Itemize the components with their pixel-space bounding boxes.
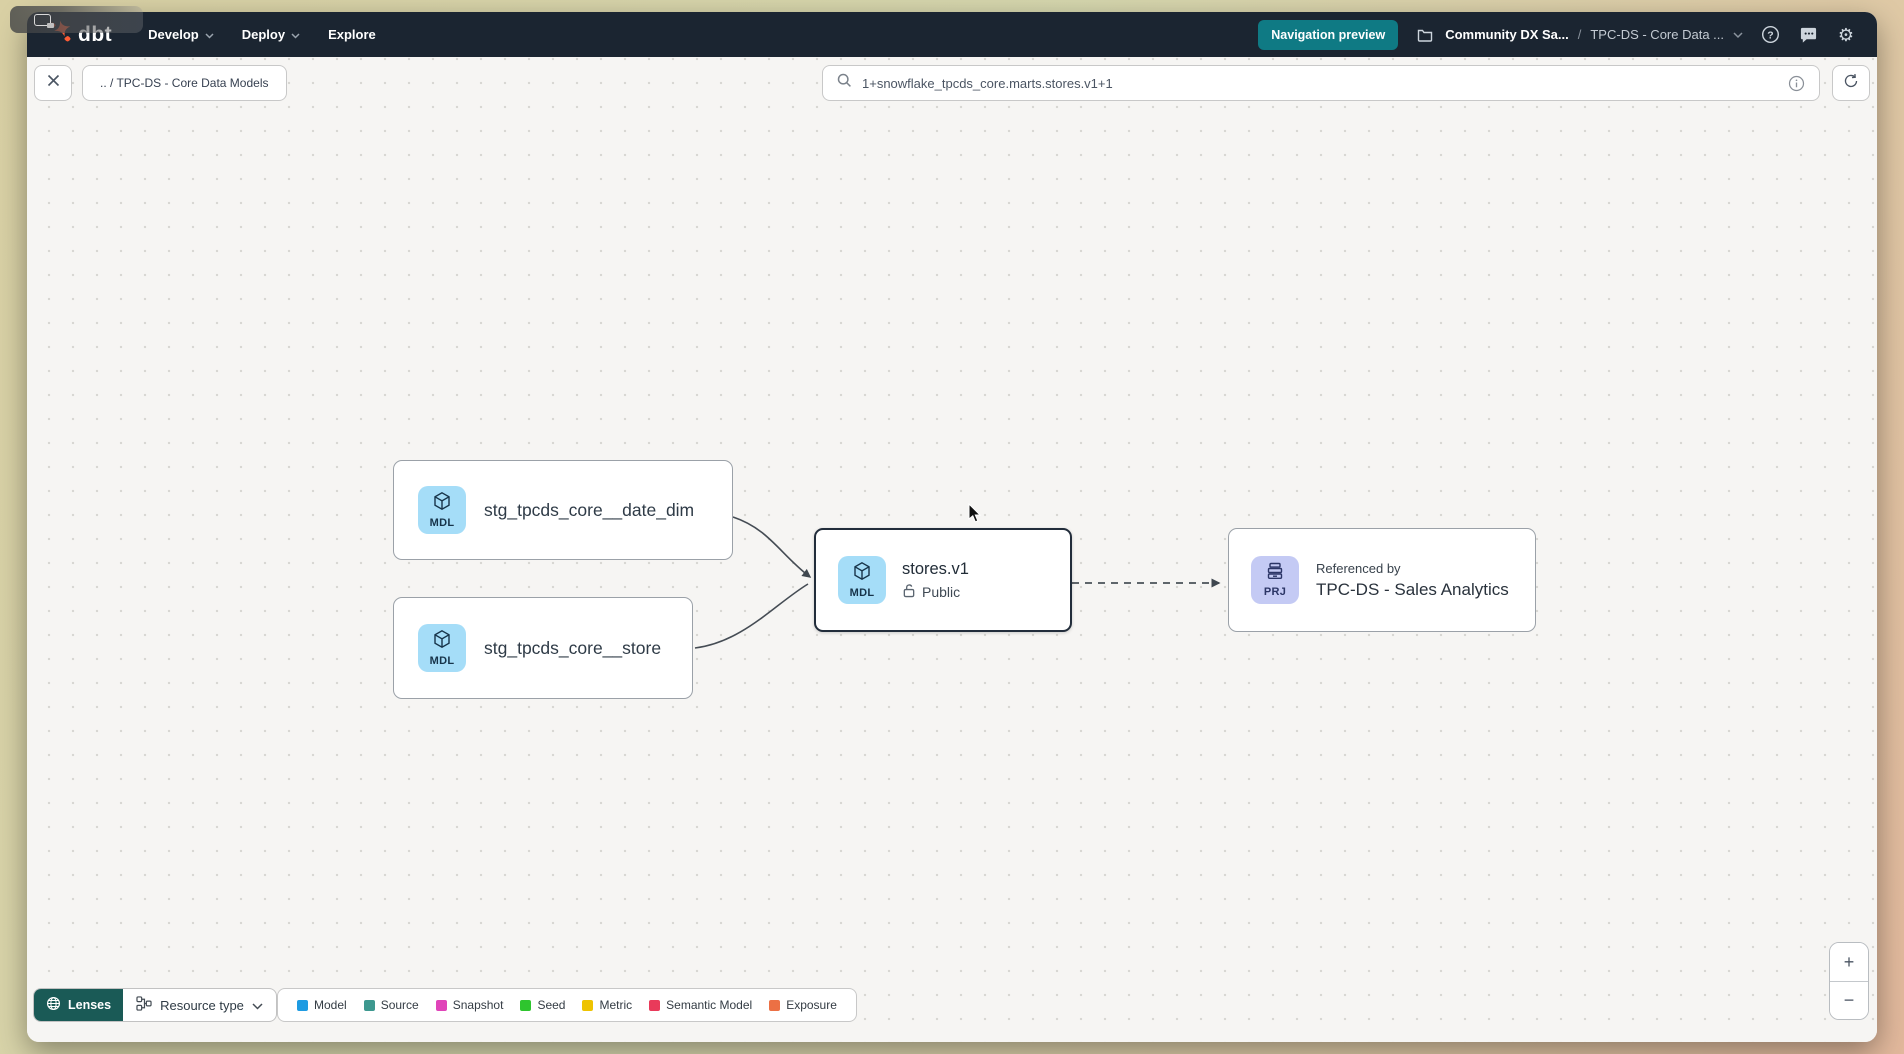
node-tpcds-sales-analytics-project[interactable]: PRJ Referenced by TPC-DS - Sales Analyti…	[1228, 528, 1536, 632]
zoom-out-button[interactable]: −	[1830, 981, 1868, 1019]
edge-date-dim-to-stores	[732, 516, 812, 578]
project-badge: PRJ	[1251, 556, 1299, 604]
screen-capture-icon	[34, 13, 54, 28]
search-icon	[837, 73, 852, 93]
lineage-breadcrumb-chip[interactable]: .. / TPC-DS - Core Data Models	[82, 65, 287, 101]
legend-item-model: Model	[297, 998, 347, 1012]
legend-swatch	[769, 999, 781, 1011]
chevron-down-icon	[252, 998, 263, 1013]
nav-menu-develop[interactable]: Develop	[134, 12, 228, 57]
cube-icon	[432, 629, 452, 654]
settings-gear-icon[interactable]: ⚙	[1837, 24, 1855, 45]
refresh-icon	[1843, 73, 1859, 94]
chevron-down-icon	[205, 27, 214, 42]
legend-item-source: Source	[363, 998, 419, 1012]
model-badge: MDL	[418, 624, 466, 672]
lock-open-icon	[902, 583, 916, 601]
legend-item-metric: Metric	[582, 998, 632, 1012]
legend-swatch	[582, 999, 594, 1011]
breadcrumb-page[interactable]: TPC-DS - Core Data ...	[1590, 27, 1724, 42]
edge-store-to-stores	[694, 583, 809, 649]
archive-drawer-icon	[1265, 562, 1285, 585]
feedback-icon[interactable]	[1797, 24, 1819, 46]
node-pretitle: Referenced by	[1316, 560, 1401, 576]
zoom-control: + −	[1829, 942, 1869, 1020]
lenses-control-group: Lenses Resource type	[33, 988, 277, 1022]
legend-item-seed: Seed	[520, 998, 565, 1012]
chevron-down-icon[interactable]	[1733, 26, 1743, 44]
legend-swatch	[297, 999, 308, 1011]
zoom-in-button[interactable]: +	[1830, 943, 1868, 981]
legend-swatch	[649, 999, 661, 1011]
legend-swatch	[363, 999, 375, 1011]
refresh-graph-button[interactable]	[1832, 65, 1870, 101]
node-title: TPC-DS - Sales Analytics	[1316, 579, 1509, 599]
legend-item-exposure: Exposure	[769, 998, 837, 1012]
top-navbar: dbt Develop Deploy Explore Navigation pr…	[27, 12, 1877, 57]
nav-menu-explore[interactable]: Explore	[328, 27, 376, 42]
model-badge: MDL	[418, 486, 466, 534]
legend-item-semantic-model: Semantic Model	[649, 998, 752, 1012]
chevron-down-icon	[291, 27, 300, 42]
legend-item-snapshot: Snapshot	[435, 998, 503, 1012]
node-access: Public	[902, 583, 969, 601]
help-icon[interactable]: ?	[1759, 24, 1781, 46]
navigation-preview-badge[interactable]: Navigation preview	[1258, 19, 1399, 50]
node-label: stg_tpcds_core__store	[484, 637, 662, 658]
navbar-right: Navigation preview Community DX Sa... / …	[1258, 19, 1857, 50]
cube-icon	[852, 561, 872, 586]
search-input[interactable]	[862, 75, 1778, 91]
close-lineage-button[interactable]	[34, 65, 72, 101]
svg-text:?: ?	[1767, 30, 1773, 41]
lineage-search-bar[interactable]	[822, 65, 1820, 101]
node-title: stores.v1	[902, 559, 969, 578]
app-window: dbt Develop Deploy Explore Navigation pr…	[27, 12, 1877, 1042]
legend-swatch	[520, 999, 532, 1011]
info-icon[interactable]	[1788, 75, 1805, 92]
folder-icon	[1414, 24, 1436, 46]
model-badge: MDL	[838, 556, 886, 604]
breadcrumb-project[interactable]: Community DX Sa...	[1445, 27, 1569, 42]
node-label: stg_tpcds_core__date_dim	[484, 499, 695, 520]
lineage-canvas[interactable]: .. / TPC-DS - Core Data Models MDL stg_t…	[27, 57, 1877, 1042]
resource-type-dropdown[interactable]: Resource type	[123, 989, 276, 1021]
resource-type-icon	[136, 996, 152, 1014]
lenses-button[interactable]: Lenses	[34, 989, 124, 1021]
cube-icon	[432, 491, 452, 516]
legend-swatch	[435, 999, 447, 1011]
node-stores-v1[interactable]: MDL stores.v1 Public	[814, 528, 1072, 632]
nav-menu-deploy[interactable]: Deploy	[228, 12, 314, 57]
breadcrumb-separator: /	[1577, 27, 1582, 42]
node-stg-tpcds-core-date-dim[interactable]: MDL stg_tpcds_core__date_dim	[393, 460, 733, 560]
lens-globe-icon	[46, 996, 61, 1014]
close-icon	[47, 74, 60, 92]
screen-recorder-pill	[10, 6, 143, 33]
resource-type-legend: Model Source Snapshot Seed Metric Semant…	[277, 988, 857, 1022]
mouse-cursor	[968, 502, 983, 529]
node-stg-tpcds-core-store[interactable]: MDL stg_tpcds_core__store	[393, 597, 693, 699]
breadcrumb: Community DX Sa... / TPC-DS - Core Data …	[1414, 24, 1743, 46]
